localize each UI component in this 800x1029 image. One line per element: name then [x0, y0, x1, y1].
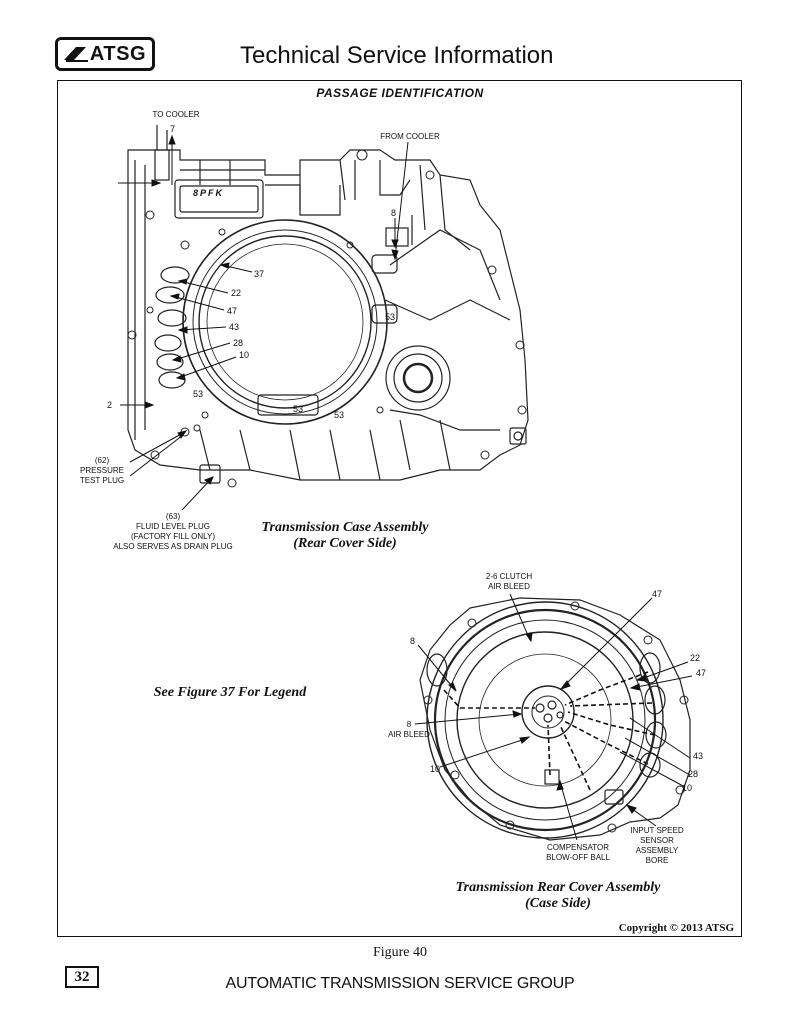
logo-text: ATSG	[89, 42, 146, 65]
callout-8: 8	[391, 208, 397, 218]
footer-title: AUTOMATIC TRANSMISSION SERVICE GROUP	[225, 975, 575, 992]
case-tag-text: 8PFK	[193, 188, 225, 198]
callout-53-left: 53	[193, 389, 204, 399]
callout-53-bottom: 53	[293, 404, 304, 414]
callout-47: 47	[227, 306, 238, 316]
callout-43: 43	[229, 322, 240, 332]
to-cooler-label: TO COOLER	[152, 110, 200, 119]
rear-callout-10-left: 10	[430, 764, 441, 774]
compensator-label: COMPENSATOR BLOW-OFF BALL	[546, 843, 610, 862]
callout-53-bottom-right: 53	[334, 410, 345, 420]
input-speed-sensor-label: INPUT SPEED SENSOR ASSEMBLY BORE	[630, 826, 684, 865]
clutch-air-bleed-label: 2-6 CLUTCH AIR BLEED	[485, 572, 533, 591]
from-cooler-label: FROM COOLER	[380, 132, 440, 141]
logo-mark-icon	[64, 47, 88, 62]
legend-note: See Figure 37 For Legend	[153, 685, 307, 700]
callout-37: 37	[254, 269, 265, 279]
air-bleed-label: 8 AIR BLEED	[388, 720, 430, 739]
callout-2: 2	[107, 400, 113, 410]
rear-callout-47-right: 47	[696, 668, 707, 678]
callout-53-right: 53	[385, 312, 396, 322]
page-number: 32	[65, 966, 99, 988]
rear-callout-22: 22	[690, 653, 701, 663]
atsg-logo: ATSG	[55, 37, 155, 71]
case-caption: Transmission Case Assembly (Rear Cover S…	[261, 520, 429, 551]
section-title: PASSAGE IDENTIFICATION	[316, 86, 484, 100]
callout-22: 22	[231, 288, 242, 298]
callout-10: 10	[239, 350, 250, 360]
rear-callout-43: 43	[693, 751, 704, 761]
callout-28: 28	[233, 338, 244, 348]
rear-callout-10-right: 10	[682, 783, 693, 793]
pressure-test-plug-label: (62) PRESSURE TEST PLUG	[79, 456, 125, 485]
rear-callout-8: 8	[410, 636, 416, 646]
rear-callout-47-top: 47	[652, 589, 663, 599]
rear-callout-28: 28	[688, 769, 699, 779]
page-header-title: Technical Service Information	[240, 42, 554, 69]
figure-frame	[57, 80, 742, 937]
fluid-level-plug-label: (63) FLUID LEVEL PLUG (FACTORY FILL ONLY…	[113, 512, 233, 551]
callout-7: 7	[170, 124, 176, 134]
copyright: Copyright © 2013 ATSG	[618, 922, 734, 934]
figure-label: Figure 40	[372, 945, 428, 960]
rear-cover-caption: Transmission Rear Cover Assembly (Case S…	[455, 880, 661, 911]
